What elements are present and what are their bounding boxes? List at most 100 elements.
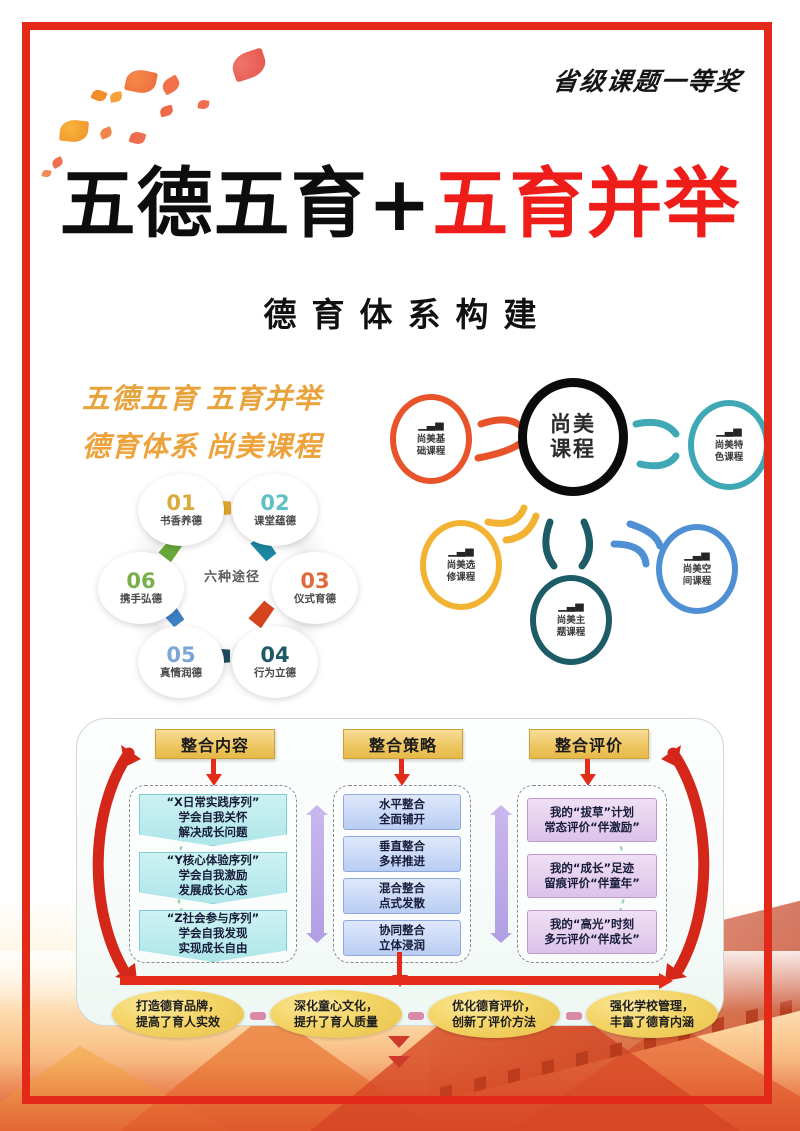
shangmei-node-line2: 色课程	[714, 452, 744, 463]
outcome-pill-3[interactable]: 优化德育评价， 创新了评价方法	[428, 990, 560, 1038]
flow-cell[interactable]: 水平整合 全面铺开	[343, 794, 461, 830]
flow-bottom-arrow-icon	[120, 972, 673, 989]
flow-cell-line1: 我的“高光”时刻	[549, 917, 635, 931]
outcome-line2: 丰富了德育内涵	[609, 1015, 694, 1029]
flow-cell[interactable]: “X日常实践序列” 学会自我关怀 解决成长问题	[139, 794, 287, 846]
outcome-line2: 创新了评价方法	[451, 1015, 536, 1029]
flow-column-head-evaluation[interactable]: 整合评价	[529, 729, 649, 759]
flow-cell[interactable]: 我的“成长”足迹 留痕评价“伴童年”	[527, 854, 657, 898]
flow-cell-line3: 解决成长问题	[178, 824, 248, 839]
foreground-haze	[0, 1061, 800, 1131]
shangmei-node-line1: 尚美空	[682, 564, 712, 575]
six-path-number: 05	[166, 643, 196, 667]
six-path-label: 携手弘德	[120, 593, 162, 605]
bar-chart-icon: ▁▃▅	[684, 549, 710, 561]
outcome-line1: 优化德育评价，	[451, 999, 536, 1013]
slogan-line-1: 五德五育 五育并举	[82, 384, 323, 415]
flow-cell-line1: “Y核心体验序列”	[166, 852, 260, 867]
flow-cell-line2: 多样推进	[379, 854, 425, 868]
flow-cell[interactable]: 垂直整合 多样推进	[343, 836, 461, 872]
six-paths-diagram: 01 书香养德 02 课堂蕴德 03 仪式育德 04 行为立德 05 真情润德 …	[98, 474, 360, 698]
six-path-node-01: 01 书香养德	[138, 474, 224, 546]
six-path-number: 01	[166, 491, 196, 515]
award-badge: 省级课题一等奖	[550, 69, 744, 96]
slogan-line-2: 德育体系 尚美课程	[82, 432, 323, 463]
outcome-line1: 强化学校管理，	[609, 999, 694, 1013]
flow-cell[interactable]: 协同整合 立体浸润	[343, 920, 461, 956]
six-path-label: 课堂蕴德	[254, 515, 296, 527]
flow-cell-line3: 发展成长心态	[178, 882, 248, 897]
shangmei-node-basic: ▁▃▅ 尚美基 础课程	[390, 394, 472, 484]
arrow-down-icon	[393, 759, 410, 786]
outcome-line1: 打造德育品牌，	[135, 999, 220, 1013]
flow-cell-line2: 立体浸润	[379, 938, 425, 952]
shangmei-node-line2: 间课程	[682, 576, 712, 587]
six-path-node-02: 02 课堂蕴德	[232, 474, 318, 546]
flow-cell-line1: 混合整合	[379, 881, 425, 895]
flow-cell-line2: 常态评价“伴激励”	[544, 820, 640, 834]
arrow-down-icon	[205, 759, 222, 786]
flow-cell[interactable]: 我的“拔草”计划 常态评价“伴激励”	[527, 798, 657, 842]
flow-cell[interactable]: “Y核心体验序列” 学会自我激励 发展成长心态	[139, 852, 287, 904]
flow-column-box-strategy: 水平整合 全面铺开 垂直整合 多样推进 混合整合 点式发散 协同整合 立体浸润	[333, 785, 471, 963]
pill-connector	[408, 1012, 424, 1020]
pill-connector	[250, 1012, 266, 1020]
flow-cell-line1: 我的“成长”足迹	[549, 861, 635, 875]
bar-chart-icon: ▁▃▅	[448, 545, 474, 557]
shangmei-node-line2: 础课程	[416, 446, 446, 457]
pill-connector	[566, 1012, 582, 1020]
six-path-node-04: 04 行为立德	[232, 626, 318, 698]
shangmei-node-line1: 尚美选	[446, 560, 476, 571]
shangmei-center-node: 尚美 课程	[518, 378, 628, 496]
six-path-label: 行为立德	[254, 667, 296, 679]
outcome-line2: 提高了育人实效	[135, 1015, 220, 1029]
shangmei-node-theme: ▁▃▅ 尚美主 题课程	[530, 575, 612, 665]
flow-cell-line1: “X日常实践序列”	[166, 794, 260, 809]
outcome-pill-1[interactable]: 打造德育品牌， 提高了育人实效	[112, 990, 244, 1038]
flow-cell-line2: 学会自我关怀	[178, 809, 248, 824]
six-path-label: 真情润德	[160, 667, 202, 679]
flow-cell-line2: 点式发散	[379, 896, 425, 910]
six-path-node-06: 06 携手弘德	[98, 552, 184, 624]
shangmei-node-line2: 题课程	[556, 627, 586, 638]
shangmei-center-line1: 尚美	[550, 412, 596, 436]
flow-column-box-content: “X日常实践序列” 学会自我关怀 解决成长问题 “Y核心体验序列” 学会自我激励…	[129, 785, 297, 963]
flow-cell-line1: “Z社会参与序列”	[166, 910, 260, 925]
title-plus-sign: +	[367, 159, 433, 248]
bar-chart-icon: ▁▃▅	[558, 600, 584, 612]
flow-column-head-strategy[interactable]: 整合策略	[343, 729, 463, 759]
chevron-down-icon	[388, 1056, 410, 1068]
six-path-node-03: 03 仪式育德	[272, 552, 358, 624]
six-path-number: 06	[126, 569, 156, 593]
flow-cell-line2: 留痕评价“伴童年”	[544, 876, 640, 890]
six-path-node-05: 05 真情润德	[138, 626, 224, 698]
six-paths-center-label: 六种途径	[203, 569, 260, 584]
page-subtitle: 德育体系构建	[263, 295, 552, 334]
flow-cell-line1: 协同整合	[379, 923, 425, 937]
flow-cell-line1: 水平整合	[379, 797, 425, 811]
flow-column-box-evaluation: 我的“拔草”计划 常态评价“伴激励” 我的“成长”足迹 留痕评价“伴童年” 我的…	[517, 785, 667, 963]
flow-cell[interactable]: “Z社会参与序列” 学会自我发现 实现成长自由	[139, 910, 287, 962]
flow-cell-line2: 学会自我发现	[178, 925, 248, 940]
shangmei-course-diagram: 尚美 课程 ▁▃▅ 尚美基 础课程 ▁▃▅ 尚美特 色课程 ▁▃▅ 尚美选 修课…	[378, 372, 778, 692]
bidirectional-arrow-icon	[306, 805, 328, 943]
six-path-number: 03	[300, 569, 330, 593]
outcome-line2: 提升了育人质量	[293, 1015, 378, 1029]
flow-cell-line2: 学会自我激励	[178, 867, 248, 882]
chevron-down-icon	[388, 1036, 410, 1048]
page-title: 五德五育+五育并举	[30, 160, 770, 248]
six-path-label: 书香养德	[160, 515, 202, 527]
six-path-label: 仪式育德	[294, 593, 336, 605]
flow-cell-line1: 垂直整合	[379, 839, 425, 853]
outcome-pill-2[interactable]: 深化童心文化， 提升了育人质量	[270, 990, 402, 1038]
bar-chart-icon: ▁▃▅	[716, 425, 742, 437]
outcome-line1: 深化童心文化，	[293, 999, 378, 1013]
flow-column-head-content[interactable]: 整合内容	[155, 729, 275, 759]
outcome-pill-4[interactable]: 强化学校管理， 丰富了德育内涵	[586, 990, 718, 1038]
flow-cell[interactable]: 混合整合 点式发散	[343, 878, 461, 914]
flow-cell[interactable]: 我的“高光”时刻 多元评价“伴成长”	[527, 910, 657, 954]
flow-cell-line1: 我的“拔草”计划	[549, 805, 635, 819]
arrow-down-icon	[391, 952, 408, 987]
six-path-number: 04	[260, 643, 290, 667]
